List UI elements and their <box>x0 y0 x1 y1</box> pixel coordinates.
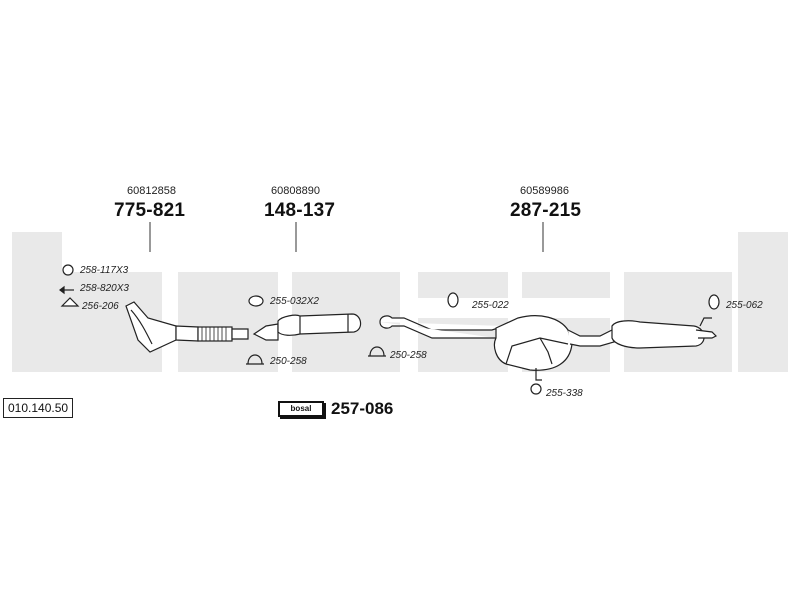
accessory-part-number: 256-206 <box>82 301 119 312</box>
accessory-part-number: 255-338 <box>546 388 583 399</box>
accessory-icons <box>59 264 720 395</box>
bosal-logo: bosal <box>278 401 324 417</box>
accessory-part-number: 255-032X2 <box>270 296 319 307</box>
accessory-part-number: 258-820X3 <box>80 283 129 294</box>
mount-rubber-icon <box>447 292 459 308</box>
accessory-part-number: 255-062 <box>726 300 763 311</box>
oem-number-3: 60589986 <box>520 185 569 197</box>
hanger-ring-icon <box>248 295 264 307</box>
accessory-part-number: 250-258 <box>270 356 307 367</box>
clamp-icon-2 <box>368 346 386 357</box>
oem-number-1: 60812858 <box>127 185 176 197</box>
main-part-2: 148-137 <box>264 200 336 221</box>
clamp-icon <box>246 354 264 365</box>
front-pipe <box>125 301 249 353</box>
accessory-part-number: 250-258 <box>390 350 427 361</box>
gasket-ring-icon <box>62 264 74 276</box>
triangle-flange-icon <box>60 297 80 307</box>
mounting-kit-part: 257-086 <box>331 399 394 418</box>
diagram-reference-number: 010.140.50 <box>3 398 74 418</box>
accessory-part-number: 255-022 <box>472 300 509 311</box>
mount-rubber-icon-2 <box>708 294 720 310</box>
main-part-3: 287-215 <box>510 200 582 221</box>
oem-number-2: 60808890 <box>271 185 320 197</box>
main-part-1: 775-821 <box>114 200 186 221</box>
accessory-part-number: 258-117X3 <box>80 265 129 276</box>
rear-muffler-assembly <box>379 315 718 381</box>
center-muffler <box>252 313 362 341</box>
gasket-ring-icon-2 <box>530 383 542 395</box>
